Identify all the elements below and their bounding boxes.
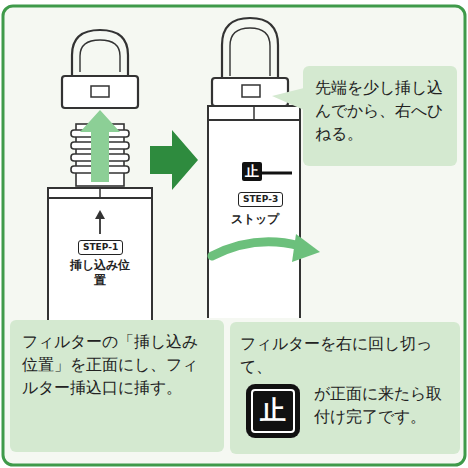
- panel-frame: [3, 6, 465, 465]
- step-arrow: [150, 130, 198, 190]
- body-notch: [253, 106, 255, 120]
- mount-arch: [222, 18, 278, 80]
- mount-box: [62, 76, 138, 108]
- stop-mark: 止: [242, 162, 262, 181]
- body-notch: [99, 188, 101, 198]
- mount-arch: [230, 28, 270, 76]
- node-text: が正面に来たら取付け完了です。: [314, 382, 454, 428]
- node-text: フィルターの「挿し込み位置」を正面にし、フィルター挿込口に挿す。: [22, 330, 212, 400]
- filter-body: [48, 188, 152, 322]
- rotate-arrow: [212, 242, 300, 256]
- rotate-arrowhead: [292, 234, 320, 262]
- step-badge: STEP-1: [78, 240, 123, 255]
- body-outline: [48, 188, 152, 322]
- node-text: 止: [260, 392, 286, 430]
- mount-slot: [91, 86, 109, 97]
- node-text: STEP-3: [243, 194, 278, 205]
- mount-box: [212, 78, 288, 106]
- filter-body: [208, 106, 300, 318]
- stop-mark-line: [262, 172, 292, 175]
- node-text: 先端を少し挿し込んでから、右へひねる。: [315, 76, 445, 146]
- stop-icon: 止: [246, 384, 300, 438]
- mount-arch: [80, 40, 120, 72]
- node-text: STEP-1: [83, 242, 118, 253]
- callout-box: フィルターを右に回し切って、が正面に来たら取付け完了です。止: [230, 322, 460, 454]
- node-text: 止: [245, 163, 259, 180]
- node-text: フィルターを右に回し切って、: [240, 332, 452, 378]
- callout-box: フィルターの「挿し込み位置」を正面にし、フィルター挿込口に挿す。: [10, 320, 224, 452]
- filter-mount: [212, 18, 288, 106]
- body-outline: [208, 106, 300, 318]
- callout-tail: [272, 88, 304, 110]
- mount-arch: [72, 30, 128, 76]
- callout-box: 先端を少し挿し込んでから、右へひねる。: [303, 66, 457, 166]
- mount-slot: [242, 85, 260, 97]
- step-badge: STEP-3: [238, 192, 283, 207]
- stop-label: ストップ: [228, 212, 282, 227]
- filter-mount: [62, 30, 138, 108]
- insert-arrow: [80, 110, 120, 182]
- position-arrowhead: [95, 210, 105, 219]
- position-label: 挿し込み位置: [70, 258, 130, 288]
